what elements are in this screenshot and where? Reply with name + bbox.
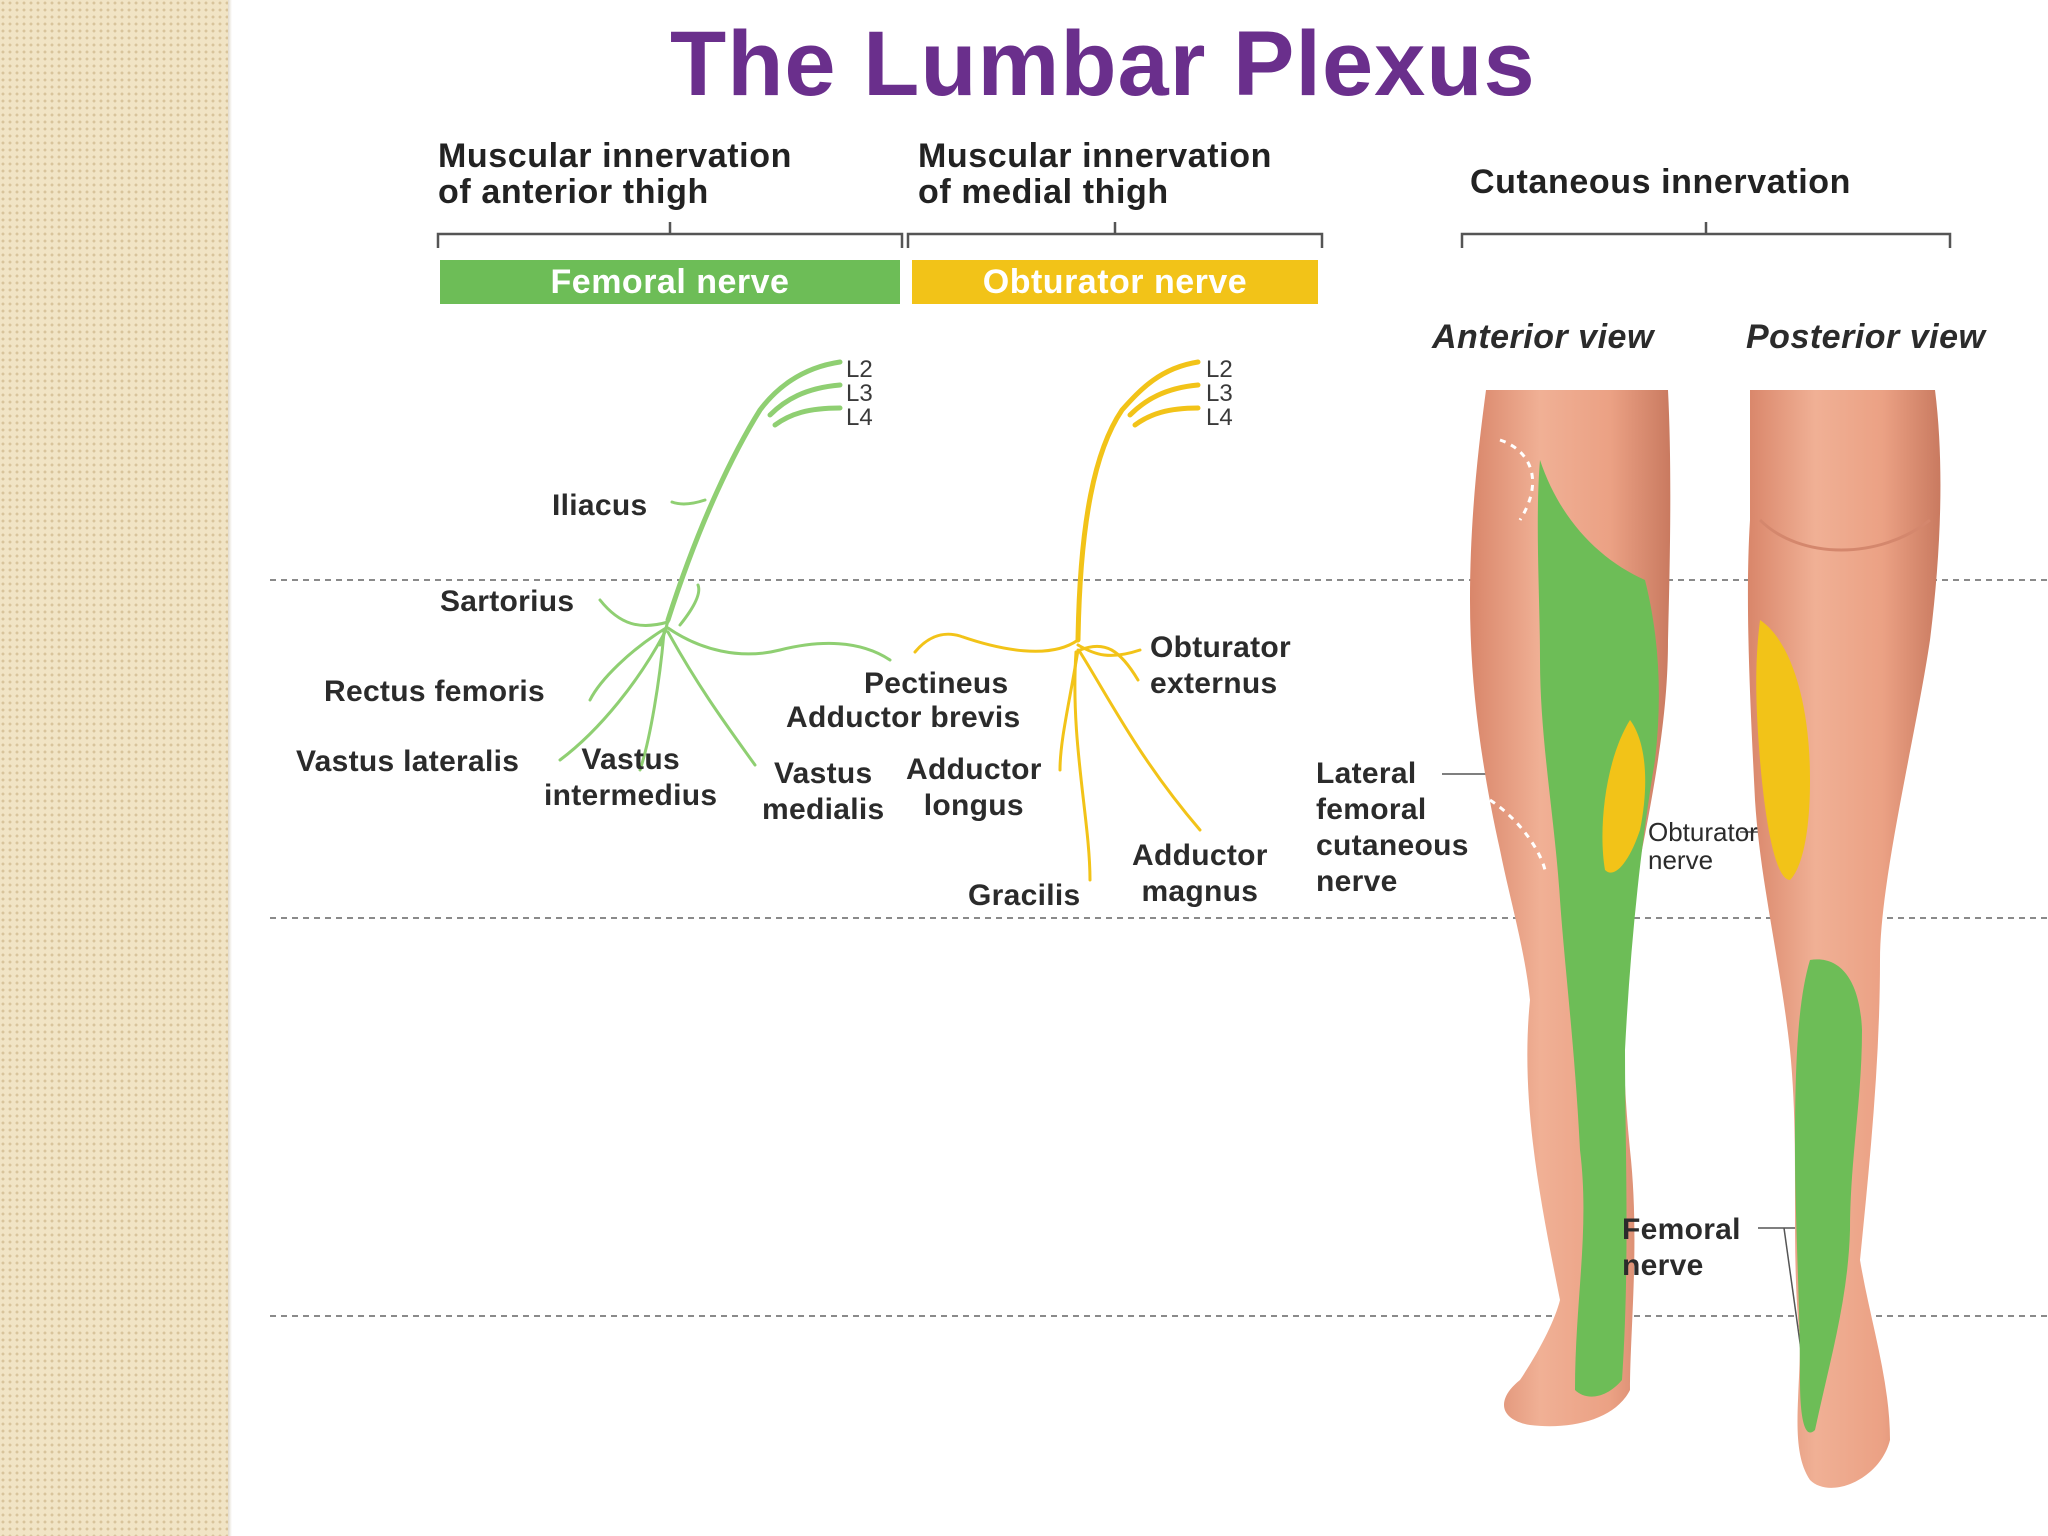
label-vastus-lateralis: Vastus lateralis <box>296 744 519 780</box>
label-gracilis: Gracilis <box>968 878 1080 914</box>
label-pectineus: Pectineus <box>864 666 1008 702</box>
label-vastus-intermedius: Vastus intermedius <box>544 742 717 814</box>
femoral-nerve-label: Femoral nerve <box>440 260 900 304</box>
label-lateral-femoral-cutaneous-nerve: Lateral femoral cutaneous nerve <box>1316 756 1469 900</box>
label-obturator-cutaneous: Obturator nerve <box>1648 818 1758 874</box>
posterior-leg-illustration <box>1748 390 1941 1488</box>
bracket-anterior <box>438 222 902 248</box>
label-vastus-medialis: Vastus medialis <box>762 756 884 828</box>
bracket-medial <box>908 222 1322 248</box>
label-obturator-externus: Obturator externus <box>1150 630 1291 702</box>
posterior-view-label: Posterior view <box>1746 318 1985 357</box>
label-iliacus: Iliacus <box>552 488 647 524</box>
label-adductor-longus: Adductor longus <box>906 752 1042 824</box>
anterior-view-label: Anterior view <box>1432 318 1654 357</box>
label-femoral-cutaneous: Femoral nerve <box>1622 1212 1741 1284</box>
label-adductor-brevis: Adductor brevis <box>786 700 1021 736</box>
femoral-roots: L2 L3 L4 <box>846 358 873 430</box>
bracket-cutaneous <box>1462 222 1950 248</box>
obturator-nerve-label: Obturator nerve <box>912 260 1318 304</box>
obturator-roots: L2 L3 L4 <box>1206 358 1233 430</box>
label-rectus-femoris: Rectus femoris <box>324 674 545 710</box>
label-adductor-magnus: Adductor magnus <box>1132 838 1268 910</box>
label-sartorius: Sartorius <box>440 584 574 620</box>
